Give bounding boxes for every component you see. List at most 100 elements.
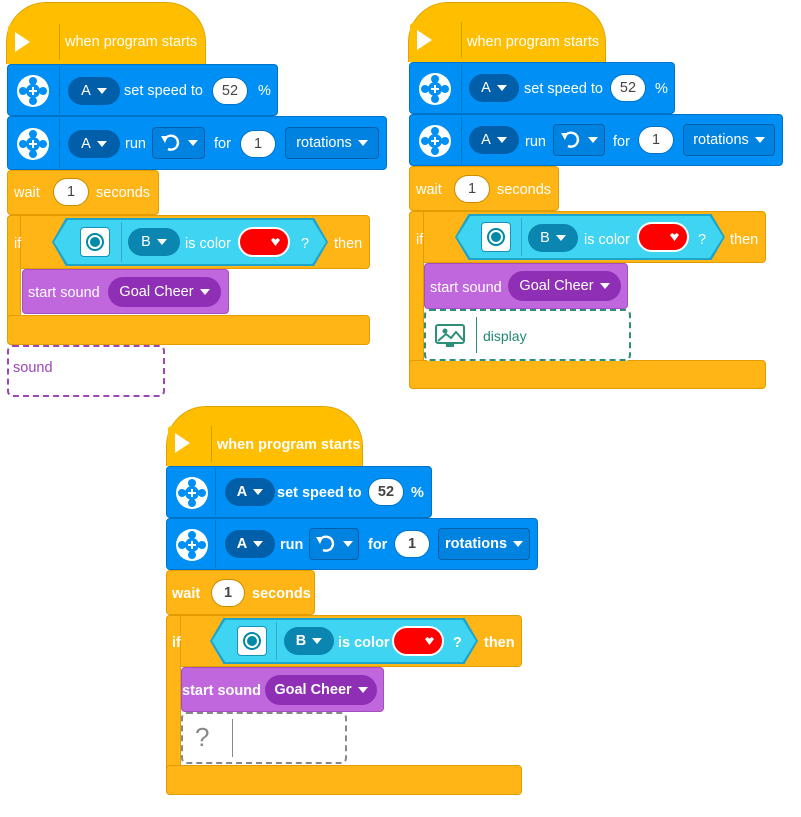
chevron-down-icon bbox=[754, 137, 765, 143]
port-value: A bbox=[481, 80, 491, 96]
speed-input[interactable]: 52 bbox=[212, 77, 248, 105]
then-label: then bbox=[484, 635, 515, 651]
separator bbox=[276, 622, 277, 660]
chevron-down-icon bbox=[496, 137, 507, 143]
chevron-down-icon bbox=[588, 137, 598, 143]
amount-input[interactable]: 1 bbox=[638, 126, 674, 154]
seconds-label: seconds bbox=[96, 185, 151, 201]
color-swatch-red[interactable] bbox=[637, 222, 689, 252]
speed-input[interactable]: 52 bbox=[368, 478, 404, 506]
if-then-footer bbox=[166, 765, 522, 795]
wait-input[interactable]: 1 bbox=[454, 175, 490, 203]
sensor-port-dropdown[interactable]: B bbox=[284, 627, 334, 655]
when-program-starts-block[interactable] bbox=[6, 2, 206, 64]
wait-input[interactable]: 1 bbox=[211, 579, 245, 607]
motor-icon bbox=[176, 529, 208, 561]
counterclockwise-arrow-icon bbox=[561, 131, 580, 148]
separator bbox=[476, 317, 477, 353]
motor-icon bbox=[176, 477, 208, 509]
chevron-down-icon bbox=[357, 140, 368, 146]
port-dropdown[interactable]: A bbox=[225, 478, 275, 506]
port-value: A bbox=[81, 136, 91, 152]
color-swatch-red[interactable] bbox=[392, 626, 444, 656]
sound-dropdown[interactable]: Goal Cheer bbox=[265, 675, 377, 705]
sensor-port-dropdown[interactable]: B bbox=[128, 228, 180, 256]
run-label: run bbox=[125, 136, 146, 152]
hat-label: when program starts bbox=[467, 34, 600, 50]
if-label: if bbox=[416, 232, 424, 248]
chevron-down-icon bbox=[253, 541, 264, 547]
port-dropdown[interactable]: A bbox=[68, 130, 120, 158]
set-speed-label: set speed to bbox=[124, 83, 203, 99]
amount-input[interactable]: 1 bbox=[240, 130, 276, 158]
separator bbox=[59, 24, 60, 60]
amount-input[interactable]: 1 bbox=[394, 530, 430, 558]
unknown-ghost-block[interactable] bbox=[181, 712, 347, 764]
sound-dropdown[interactable]: Goal Cheer bbox=[508, 271, 621, 301]
port-dropdown[interactable]: A bbox=[469, 126, 519, 154]
separator bbox=[215, 468, 216, 516]
separator bbox=[59, 118, 60, 168]
if-label: if bbox=[14, 236, 22, 252]
sensor-port-dropdown[interactable]: B bbox=[528, 224, 578, 252]
wait-input[interactable]: 1 bbox=[53, 178, 89, 206]
sound-value: Goal Cheer bbox=[519, 278, 594, 294]
port-value: A bbox=[481, 132, 491, 148]
if-then-footer bbox=[7, 315, 370, 345]
chevron-down-icon bbox=[357, 687, 368, 693]
wait-label: wait bbox=[172, 586, 201, 602]
direction-dropdown[interactable] bbox=[553, 124, 605, 156]
chevron-down-icon bbox=[312, 638, 323, 644]
for-label: for bbox=[613, 134, 630, 150]
if-then-footer bbox=[409, 360, 766, 389]
direction-dropdown[interactable] bbox=[309, 528, 359, 560]
sound-ghost-block[interactable] bbox=[7, 345, 165, 397]
sound-dropdown[interactable]: Goal Cheer bbox=[108, 277, 221, 307]
port-dropdown[interactable]: A bbox=[469, 74, 519, 102]
set-speed-label: set speed to bbox=[277, 485, 362, 501]
question-label: ? bbox=[698, 232, 707, 248]
color-swatch-red[interactable] bbox=[238, 227, 290, 257]
separator bbox=[521, 218, 522, 256]
color-sensor-icon bbox=[237, 626, 267, 656]
port-dropdown[interactable]: A bbox=[225, 530, 275, 558]
unit-dropdown[interactable]: rotations bbox=[285, 127, 379, 159]
for-label: for bbox=[214, 136, 231, 152]
chevron-down-icon bbox=[555, 235, 566, 241]
if-label: if bbox=[172, 635, 181, 651]
play-icon bbox=[174, 433, 190, 453]
then-label: then bbox=[730, 232, 759, 248]
is-color-label: is color bbox=[185, 236, 231, 252]
when-program-starts-block[interactable] bbox=[408, 2, 606, 62]
port-dropdown[interactable]: A bbox=[68, 77, 120, 105]
unit-dropdown[interactable]: rotations bbox=[438, 528, 530, 560]
unit-value: rotations bbox=[693, 132, 749, 148]
separator bbox=[461, 22, 462, 58]
motor-icon bbox=[419, 73, 451, 105]
unit-dropdown[interactable]: rotations bbox=[683, 124, 775, 156]
is-color-label: is color bbox=[338, 635, 390, 651]
wait-label: wait bbox=[14, 185, 40, 201]
direction-dropdown[interactable] bbox=[152, 127, 205, 159]
chevron-down-icon bbox=[156, 239, 167, 245]
run-label: run bbox=[525, 134, 546, 150]
percent-label: % bbox=[655, 81, 668, 97]
chevron-down-icon bbox=[496, 85, 507, 91]
heart-icon bbox=[670, 233, 679, 241]
motor-icon bbox=[419, 125, 451, 157]
separator bbox=[211, 426, 212, 462]
seconds-label: seconds bbox=[497, 182, 552, 198]
image-display-icon bbox=[435, 324, 465, 347]
port-value: A bbox=[81, 83, 91, 99]
color-sensor-icon bbox=[481, 222, 511, 252]
sound-value: Goal Cheer bbox=[274, 682, 352, 698]
separator bbox=[461, 64, 462, 112]
hat-label: when program starts bbox=[65, 34, 198, 50]
start-sound-label: start sound bbox=[182, 683, 261, 699]
seconds-label: seconds bbox=[252, 586, 311, 602]
port-value: A bbox=[236, 536, 248, 552]
speed-input[interactable]: 52 bbox=[610, 74, 646, 102]
chevron-down-icon bbox=[199, 289, 210, 295]
for-label: for bbox=[368, 537, 388, 553]
separator bbox=[215, 520, 216, 568]
